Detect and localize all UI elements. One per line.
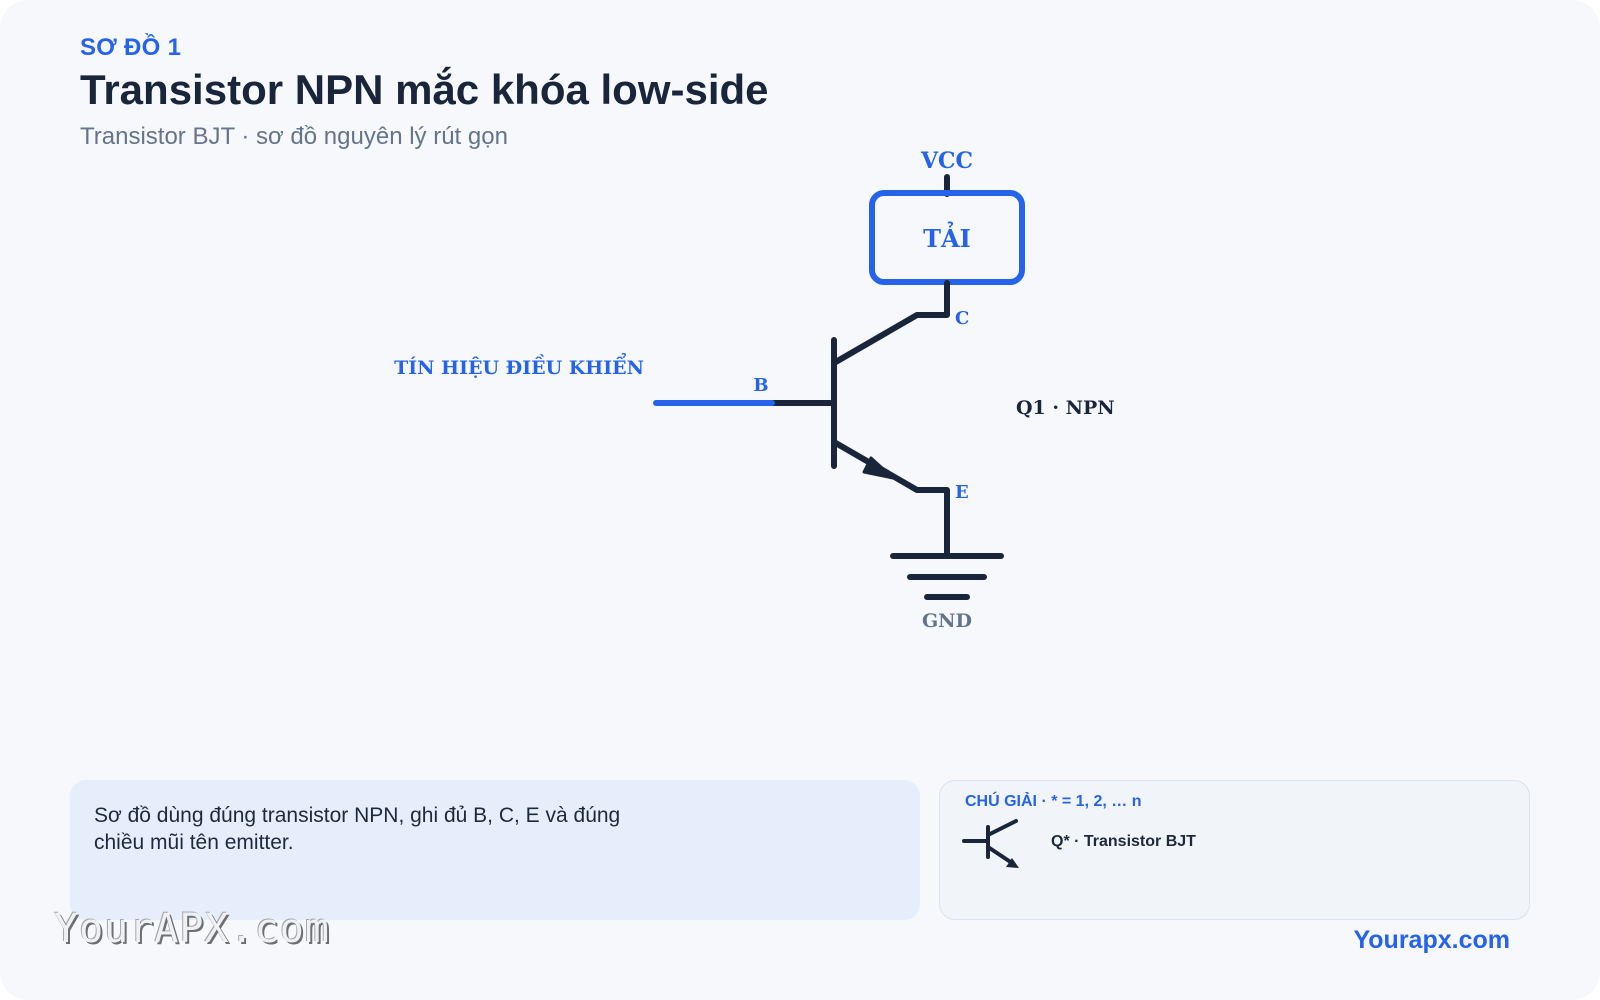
brand-link[interactable]: Yourapx.com [1353, 926, 1510, 954]
gnd-label: GND [922, 610, 972, 632]
npn-transistor-icon [962, 819, 1019, 868]
legend-title: CHÚ GIẢI · * = 1, 2, … n [965, 793, 1142, 810]
description-note: Sơ đồ dùng đúng transistor NPN, ghi đủ B… [70, 780, 920, 920]
description-text: Sơ đồ dùng đúng transistor NPN, ghi đủ B… [94, 804, 621, 854]
load-label: TẢI [923, 221, 971, 253]
signal-label: TÍN HIỆU ĐIỀU KHIỂN [394, 352, 644, 379]
emitter-wire [831, 439, 950, 558]
pin-b-label: B [753, 375, 768, 396]
pin-c-label: C [955, 308, 969, 329]
figure-number: SƠ ĐỒ 1 [80, 34, 182, 61]
pin-e-label: E [955, 482, 969, 503]
emitter-arrow [862, 456, 895, 480]
watermark-logo: YourAPX.com [54, 906, 330, 952]
legend-item-label: Q* · Transistor BJT [1051, 833, 1196, 850]
page-title: Transistor NPN mắc khóa low-side [80, 66, 769, 113]
vcc-label: VCC [920, 148, 973, 174]
collector-wire [831, 280, 950, 366]
legend-panel: CHÚ GIẢI · * = 1, 2, … n Q* · Transistor… [939, 780, 1530, 920]
transistor-label: Q1 · NPN [1016, 397, 1115, 419]
page-subtitle: Transistor BJT · sơ đồ nguyên lý rút gọn [80, 123, 508, 150]
